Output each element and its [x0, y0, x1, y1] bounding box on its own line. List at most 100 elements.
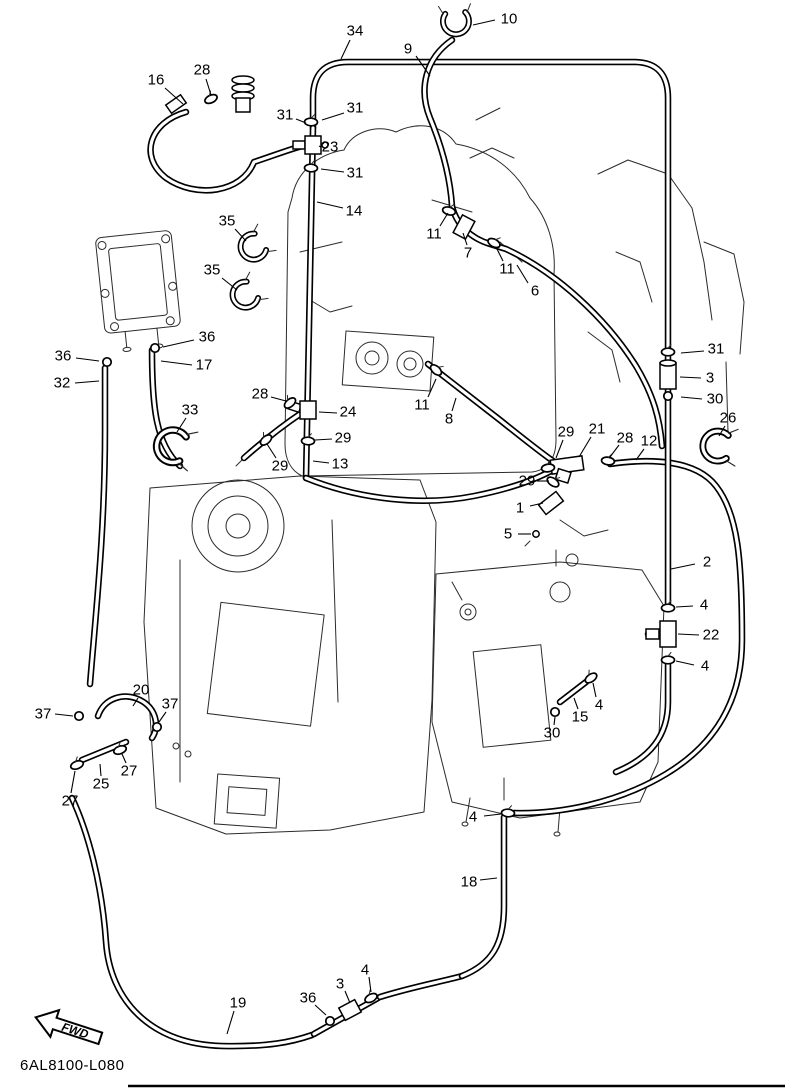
clip-35-icon	[226, 272, 268, 315]
callout-leader-line	[495, 246, 504, 262]
part-number-25: 25	[93, 776, 110, 793]
callout-leader-line	[270, 396, 287, 402]
part-number-3: 3	[336, 976, 344, 993]
part-number-36: 36	[300, 990, 317, 1007]
part-number-37: 37	[162, 696, 179, 713]
part-number-31: 31	[347, 100, 364, 117]
callout-leader-line	[553, 716, 556, 726]
callout-leader-line	[318, 145, 322, 148]
part-number-6: 6	[531, 283, 539, 300]
part-number-11: 11	[426, 226, 442, 243]
powerhead-outline	[284, 107, 557, 477]
callout-leader-line	[675, 605, 694, 608]
fuel-joint-22	[645, 620, 677, 648]
ring-36-icon	[324, 1015, 336, 1027]
callout-leader-line	[592, 682, 597, 698]
check-valve-16	[231, 75, 255, 113]
part-number-36: 36	[199, 329, 216, 346]
part-number-4: 4	[469, 809, 477, 826]
clamp-4-icon	[660, 651, 676, 665]
part-number-12: 12	[641, 433, 658, 450]
part-number-2: 2	[703, 554, 711, 571]
part-number-4: 4	[701, 658, 709, 675]
hose-18	[462, 817, 504, 976]
callout-leader-line	[340, 39, 351, 60]
callout-leader-line	[176, 417, 187, 433]
part-number-10: 10	[501, 11, 518, 28]
joint-7	[452, 213, 476, 241]
clamp-4-icon	[500, 804, 516, 819]
part-number-26: 26	[720, 410, 737, 427]
clip-35-icon	[234, 224, 276, 267]
pipe-joint-3-right	[659, 359, 677, 390]
callout-leader-line	[479, 877, 498, 881]
clip-26-icon	[701, 426, 738, 466]
clip-10-icon	[439, 4, 473, 36]
part-number-28: 28	[194, 62, 211, 79]
callout-leader-line	[321, 112, 345, 121]
callout-leader-line	[54, 713, 74, 717]
part-number-4: 4	[700, 597, 708, 614]
part-number-22: 22	[703, 627, 720, 644]
part-number-29: 29	[272, 458, 289, 475]
exhaust-cover-plate	[95, 230, 181, 352]
callout-leader-line	[718, 425, 726, 437]
ring-37-icon	[151, 721, 163, 733]
callout-leader-line	[578, 436, 592, 458]
part-number-37: 37	[35, 706, 52, 723]
callout-leader-line	[132, 697, 139, 707]
part-number-35: 35	[204, 262, 221, 279]
part-number-29: 29	[519, 473, 536, 490]
part-number-9: 9	[404, 41, 412, 58]
part-number-4: 4	[361, 962, 369, 979]
callout-leader-line	[451, 397, 457, 412]
ring-30-icon	[549, 706, 561, 718]
part-number-17: 17	[196, 357, 213, 374]
callout-leader-line	[368, 976, 372, 993]
callout-leader-line	[320, 168, 345, 173]
fuel-joint-21	[549, 454, 585, 484]
part-number-20: 20	[133, 682, 150, 699]
part-number-29: 29	[335, 430, 352, 447]
part-number-5: 5	[504, 526, 512, 543]
part-number-30: 30	[707, 391, 724, 408]
part-number-35: 35	[219, 213, 236, 230]
part-number-8: 8	[445, 411, 453, 428]
engine-outline	[95, 107, 745, 837]
part-number-28: 28	[252, 386, 269, 403]
fittings	[67, 4, 738, 1027]
part-number-18: 18	[461, 874, 478, 891]
callout-leader-line	[70, 770, 76, 794]
part-number-19: 19	[230, 995, 247, 1012]
part-number-34: 34	[347, 23, 364, 40]
cylinder-block	[143, 457, 437, 835]
callout-leader-line	[312, 460, 330, 464]
ring-36-icon	[101, 356, 113, 368]
callout-leader-line	[680, 396, 703, 400]
callout-leader-line	[295, 118, 307, 124]
callout-leader-line	[677, 633, 700, 636]
part-number-7: 7	[464, 245, 472, 262]
fwd-arrow-icon	[34, 1008, 104, 1046]
part-number-29: 29	[558, 424, 575, 441]
callout-leader-line	[226, 1010, 235, 1035]
callout-leader-line	[555, 439, 564, 459]
callout-leader-line	[74, 380, 100, 384]
bolt-5	[524, 530, 540, 547]
clamp-28-icon	[600, 451, 617, 467]
callout-leader-line	[635, 448, 645, 461]
part-number-16: 16	[148, 72, 165, 89]
callout-leader-line	[158, 711, 167, 723]
part-number-11: 11	[414, 397, 430, 414]
callout-leader-line	[205, 78, 212, 96]
fuel-joint-23	[292, 135, 329, 155]
part-number-31: 31	[347, 165, 364, 182]
part-number-13: 13	[332, 456, 349, 473]
callout-leader-line	[529, 502, 544, 507]
part-number-30: 30	[544, 725, 561, 742]
callout-leader-line	[318, 411, 338, 414]
callout-leader-line	[314, 438, 333, 441]
part-number-4: 4	[595, 697, 603, 714]
part-number-27: 27	[121, 763, 138, 780]
